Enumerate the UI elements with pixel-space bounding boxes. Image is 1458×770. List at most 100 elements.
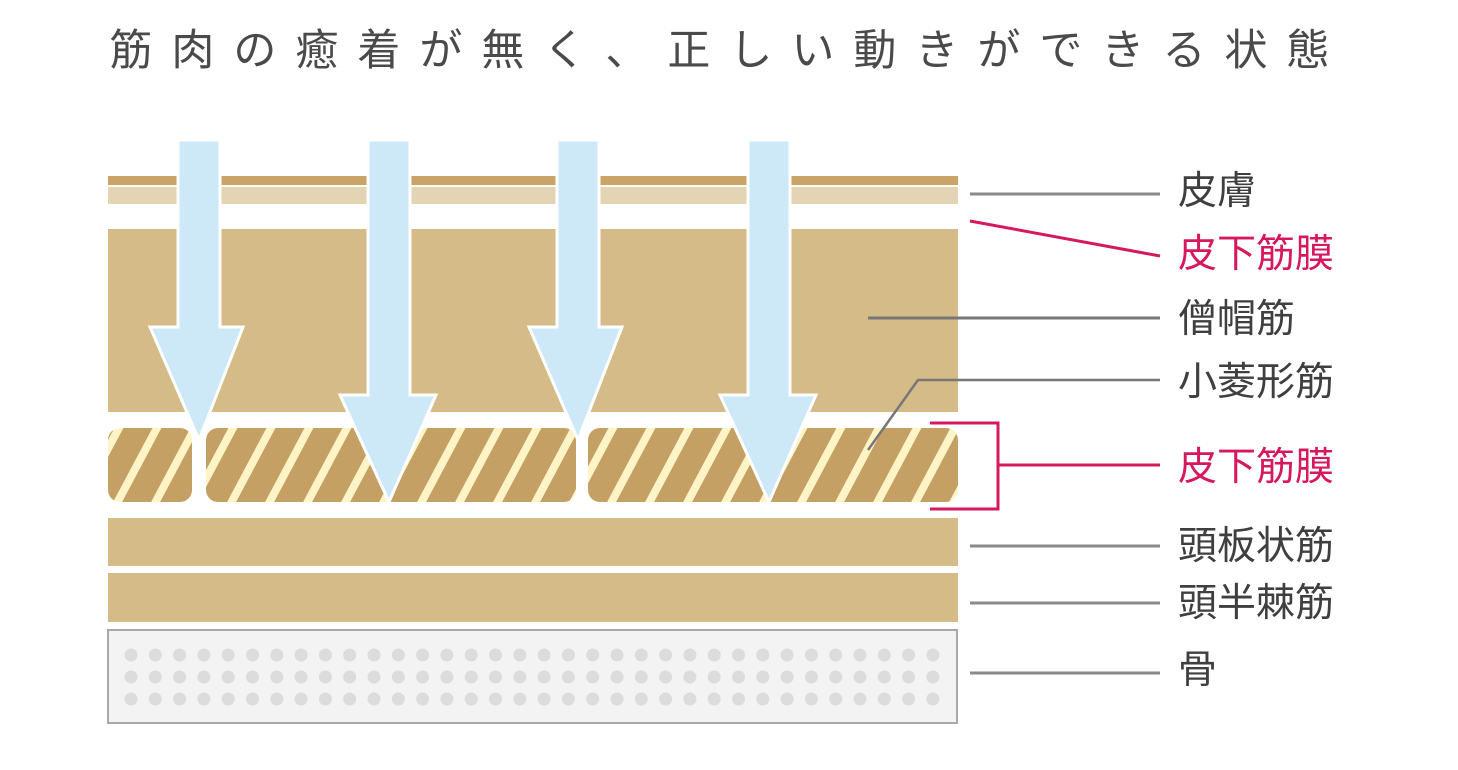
bone-dot xyxy=(780,648,794,662)
bone-dot xyxy=(318,692,332,706)
bone-dot xyxy=(367,670,381,684)
bone-dot xyxy=(367,648,381,662)
arrow-down-icon xyxy=(526,138,625,444)
bone-dot xyxy=(221,670,235,684)
bone-dot xyxy=(586,670,600,684)
label-subcutaneous-fascia-lower: 皮下筋膜 xyxy=(1178,445,1335,490)
splenius-capitis-layer xyxy=(108,518,958,566)
bone-dot xyxy=(318,648,332,662)
fascia-layer xyxy=(108,428,958,502)
bone-dot xyxy=(877,648,891,662)
bone-dot xyxy=(586,692,600,706)
bone-dot xyxy=(489,692,502,706)
bone-dot xyxy=(489,648,502,662)
bone-dot xyxy=(634,648,648,662)
bone-dot xyxy=(926,670,940,684)
bone-dot xyxy=(343,648,357,662)
bone-dot xyxy=(634,670,648,684)
bone-dot xyxy=(756,692,770,706)
bone-dot xyxy=(464,648,478,662)
bone-dot xyxy=(659,648,673,662)
pressure-arrows xyxy=(147,138,819,506)
bone-dot xyxy=(853,648,867,662)
bone-dot xyxy=(221,648,235,662)
arrow-down-icon xyxy=(147,138,246,444)
leader-rhomboid xyxy=(866,378,1160,451)
bone-dot xyxy=(246,692,259,706)
bone-dot xyxy=(197,670,211,684)
leader-fascia-upper xyxy=(969,219,1161,258)
bone-dot xyxy=(829,692,843,706)
bone-dot xyxy=(416,692,430,706)
bone-dot xyxy=(173,670,187,684)
bone-dot xyxy=(367,692,381,706)
bone-dot xyxy=(659,670,673,684)
label-skin: 皮膚 xyxy=(1178,169,1257,214)
bone-dot xyxy=(902,648,916,662)
bone-dot xyxy=(659,692,673,706)
bone-dot xyxy=(513,648,527,662)
bone-dot xyxy=(464,692,478,706)
bone-dot xyxy=(464,670,478,684)
bone-dot xyxy=(780,670,794,684)
label-subcutaneous-fascia-upper: 皮下筋膜 xyxy=(1178,232,1335,277)
bone-dot xyxy=(902,670,916,684)
bone-dot xyxy=(148,692,162,706)
bone-dot xyxy=(416,648,430,662)
bone-dot xyxy=(343,670,357,684)
bone-dot xyxy=(829,670,843,684)
bone-dot xyxy=(707,670,721,684)
bone-dot xyxy=(391,648,405,662)
bone-dot xyxy=(804,648,818,662)
bone-dot xyxy=(829,648,843,662)
arrow-down-icon xyxy=(337,138,439,506)
skin-inner-layer xyxy=(108,187,958,204)
bone-dot xyxy=(853,670,867,684)
bone-dot xyxy=(148,670,162,684)
diagram-title: 筋肉の癒着が無く、正しい動きができる状態 xyxy=(109,26,1349,76)
bone-dot xyxy=(780,692,794,706)
bone-dot xyxy=(513,670,527,684)
bone-dot xyxy=(634,692,648,706)
bone-dot xyxy=(440,648,454,662)
bone-dot xyxy=(148,648,162,662)
bone-dot xyxy=(124,692,138,706)
bone-dot xyxy=(294,648,308,662)
bone-dot xyxy=(586,648,600,662)
arrow-down-icon xyxy=(717,138,819,506)
bone-dot xyxy=(246,648,259,662)
bone-dot xyxy=(756,670,770,684)
bone-dot xyxy=(318,670,332,684)
bone-dot xyxy=(391,692,405,706)
label-semispinalis-capitis: 頭半棘筋 xyxy=(1178,581,1335,626)
semispinalis-capitis-layer xyxy=(108,573,958,622)
bone-dot xyxy=(537,692,551,706)
skin-layer xyxy=(108,176,958,185)
label-rhomboid-minor: 小菱形筋 xyxy=(1178,360,1335,405)
bone-dot xyxy=(926,692,940,706)
bone-dot xyxy=(610,648,624,662)
bone-dot xyxy=(804,692,818,706)
label-bone: 骨 xyxy=(1178,648,1218,693)
bone-dot xyxy=(440,692,454,706)
bone-dot xyxy=(197,648,211,662)
bone-dot xyxy=(877,670,891,684)
bone-dot xyxy=(416,670,430,684)
bone-dot xyxy=(537,648,551,662)
bone-dot xyxy=(610,692,624,706)
bone-dot xyxy=(489,670,502,684)
bone-dot xyxy=(756,648,770,662)
bone-dot xyxy=(391,670,405,684)
bone-dot xyxy=(683,648,697,662)
label-splenius-capitis: 頭板状筋 xyxy=(1178,524,1335,569)
bone-dot xyxy=(173,692,187,706)
leader-lines xyxy=(866,192,1161,675)
trapezius-layer xyxy=(108,229,958,412)
bone-dot xyxy=(124,648,138,662)
bone-dot xyxy=(197,692,211,706)
bone-dot xyxy=(537,670,551,684)
bone-dot xyxy=(561,670,575,684)
bone-dot xyxy=(513,692,527,706)
bone-dot xyxy=(707,648,721,662)
